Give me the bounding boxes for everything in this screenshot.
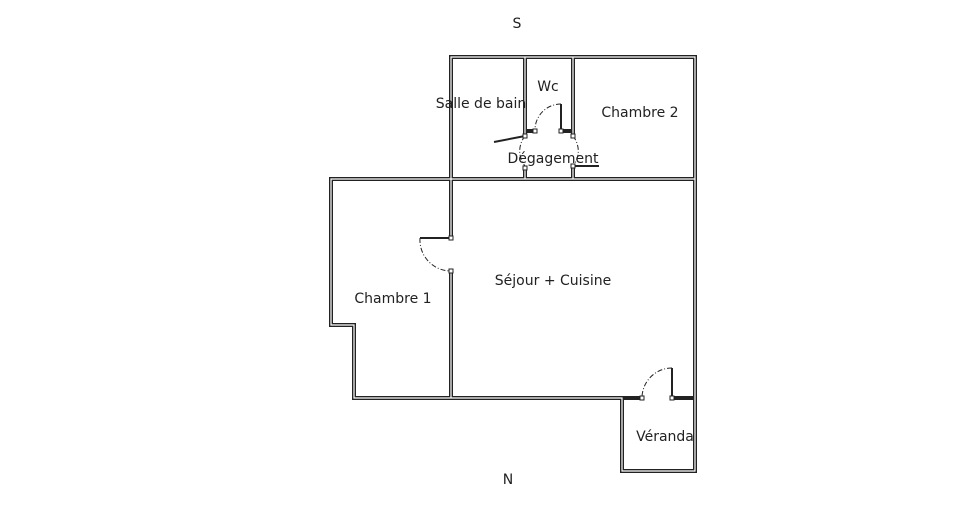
room-label-wc: Wc xyxy=(537,79,559,95)
room-label-degagement: Dégagement xyxy=(508,151,599,167)
room-label-veranda: Véranda xyxy=(636,429,694,445)
room-label-sejour-cuisine: Séjour + Cuisine xyxy=(495,273,611,289)
door-chambre-1 xyxy=(419,235,454,274)
door-openings xyxy=(448,128,672,401)
room-label-chambre-2: Chambre 2 xyxy=(601,105,678,121)
compass-north: N xyxy=(503,472,513,488)
door-wc xyxy=(532,103,564,134)
compass-south: S xyxy=(513,16,522,32)
door-veranda xyxy=(639,367,675,401)
jambs-degagement xyxy=(522,133,576,171)
door-salle-de-bain xyxy=(493,133,528,167)
wall-highlights xyxy=(330,56,696,472)
room-label-chambre-1: Chambre 1 xyxy=(354,291,431,307)
room-label-salle-de-bain: Salle de bain xyxy=(436,96,527,112)
